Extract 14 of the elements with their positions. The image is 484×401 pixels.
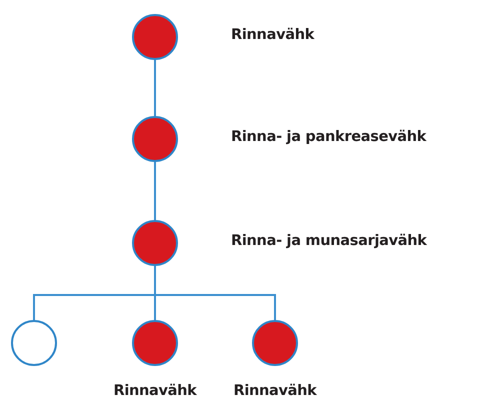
pedigree-line xyxy=(154,162,156,220)
pedigree-line xyxy=(154,60,156,116)
affected-person-circle xyxy=(132,14,178,60)
condition-label: Rinna- ja munasarjavähk xyxy=(231,233,427,249)
condition-label: Rinnavähk xyxy=(232,383,318,399)
affected-person-circle xyxy=(132,320,178,366)
affected-person-circle xyxy=(132,116,178,162)
pedigree-line xyxy=(154,266,276,320)
affected-person-circle xyxy=(132,220,178,266)
condition-label: Rinnavähk xyxy=(112,383,198,399)
condition-label: Rinnavähk xyxy=(231,27,314,43)
unaffected-person-circle xyxy=(11,320,57,366)
affected-person-circle xyxy=(252,320,298,366)
condition-label: Rinna- ja pankreasevähk xyxy=(231,129,426,145)
